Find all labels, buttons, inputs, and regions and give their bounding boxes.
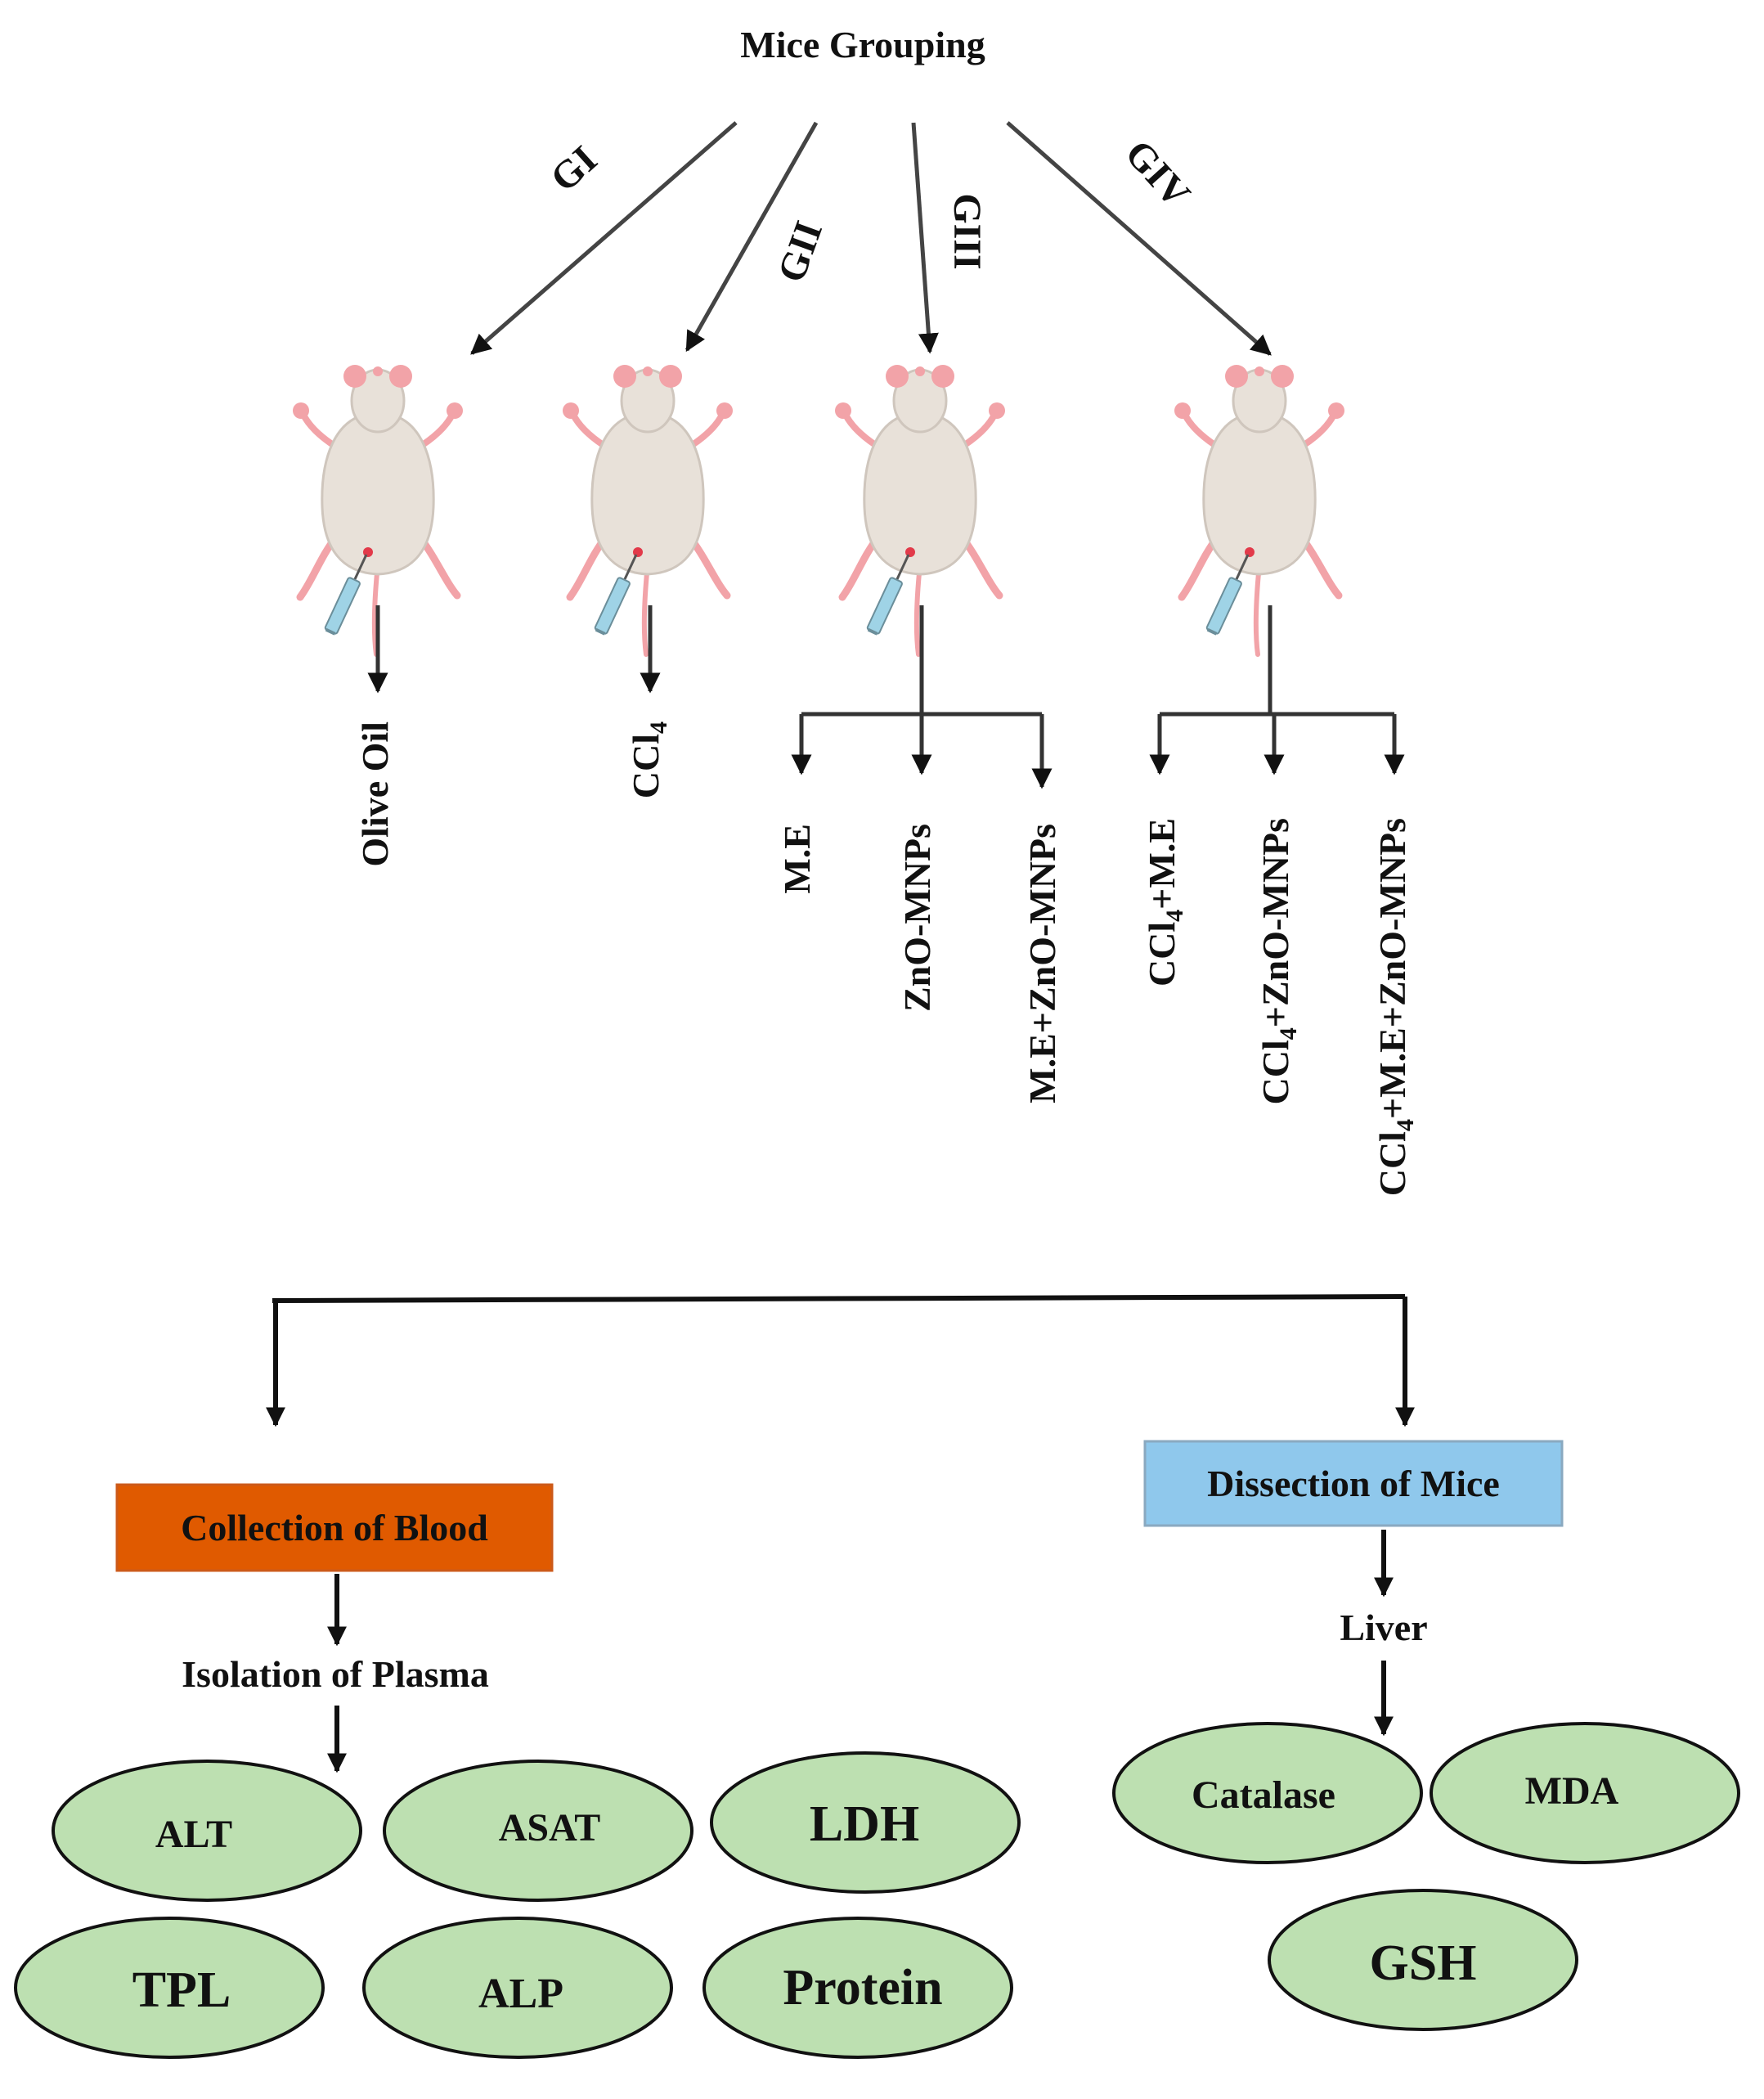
svg-text:ALT: ALT bbox=[155, 1813, 232, 1856]
test-ellipse-protein: Protein bbox=[702, 1917, 1013, 2059]
svg-text:TPL: TPL bbox=[132, 1962, 231, 2018]
dissection-of-mice-box bbox=[1143, 1440, 1564, 1527]
split-connector bbox=[266, 1294, 1415, 1427]
arrow-gi bbox=[470, 121, 738, 355]
liver-label: Liver bbox=[1340, 1607, 1427, 1648]
test-ellipse-catalase: Catalase bbox=[1112, 1722, 1423, 1864]
svg-text:GSH: GSH bbox=[1370, 1935, 1477, 1991]
collection-of-blood-label: Collection of Blood bbox=[181, 1507, 488, 1548]
bracket-giii bbox=[791, 694, 1053, 789]
test-ellipse-mda: MDA bbox=[1430, 1722, 1740, 1864]
test-ellipse-asat: ASAT bbox=[383, 1760, 693, 1902]
treatment-giii-zno: ZnO-MNPs bbox=[896, 824, 938, 1012]
treatment-gii: CCl4 bbox=[625, 721, 672, 798]
svg-text:Catalase: Catalase bbox=[1192, 1773, 1335, 1817]
mouse-icon-gii bbox=[563, 365, 733, 654]
bracket-giv bbox=[1149, 694, 1405, 775]
svg-text:Protein: Protein bbox=[783, 1960, 942, 2016]
svg-text:LDH: LDH bbox=[810, 1796, 919, 1852]
treatment-giv-zno: CCl4+ZnO-MNPs bbox=[1255, 818, 1302, 1104]
collection-of-blood-box bbox=[115, 1483, 554, 1572]
dissection-of-mice-label: Dissection of Mice bbox=[1207, 1463, 1500, 1504]
svg-text:ASAT: ASAT bbox=[499, 1806, 600, 1850]
arrow-giii bbox=[911, 122, 939, 354]
svg-text:MDA: MDA bbox=[1525, 1769, 1619, 1813]
test-ellipse-alt: ALT bbox=[52, 1760, 362, 1902]
group-label-gii: GII bbox=[770, 216, 831, 288]
test-ellipse-ldh: LDH bbox=[710, 1751, 1021, 1894]
arrow-gii bbox=[685, 121, 819, 353]
treatment-gi: Olive Oil bbox=[354, 721, 396, 867]
group-label-giv: GIV bbox=[1116, 132, 1198, 216]
treatment-giv-me: CCl4+M.E bbox=[1141, 818, 1188, 987]
group-label-gi: GI bbox=[542, 137, 605, 200]
treatment-giv-me-zno: CCl4+M.E+ZnO-MNPs bbox=[1371, 818, 1419, 1196]
test-ellipse-gsh: GSH bbox=[1268, 1889, 1578, 2031]
group-label-giii: GIII bbox=[945, 193, 989, 269]
test-ellipse-alp: ALP bbox=[362, 1917, 673, 2059]
svg-text:ALP: ALP bbox=[478, 1971, 563, 2017]
treatment-giii-me: M.E bbox=[776, 824, 818, 894]
treatment-giii-me-zno: M.E+ZnO-MNPs bbox=[1021, 824, 1063, 1103]
isolation-of-plasma-label: Isolation of Plasma bbox=[182, 1653, 489, 1695]
arrow-giv bbox=[1006, 121, 1272, 356]
diagram-title: Mice Grouping bbox=[740, 24, 985, 65]
mouse-icon-giv bbox=[1174, 365, 1344, 654]
test-ellipse-tpl: TPL bbox=[14, 1917, 325, 2059]
